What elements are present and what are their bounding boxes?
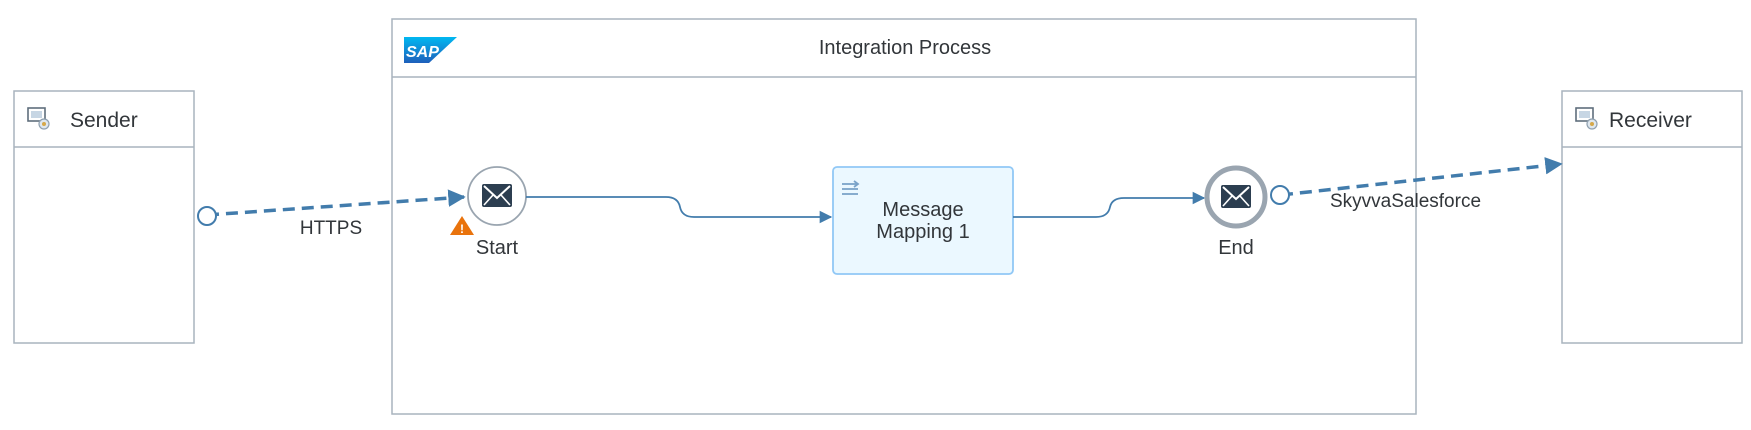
start-event[interactable]: ! Start — [450, 166, 527, 259]
sap-logo: SAP — [404, 37, 457, 63]
receiver-channel-connection[interactable]: SkyvvaSalesforce — [1270, 157, 1563, 212]
system-participant-icon — [27, 107, 50, 130]
svg-text:!: ! — [460, 222, 464, 236]
receiver-title: Receiver — [1609, 109, 1692, 132]
sender-channel-label: HTTPS — [300, 218, 362, 239]
envelope-icon — [482, 184, 512, 207]
sequence-flow-mapping-to-end[interactable] — [1013, 191, 1206, 218]
mapping-icon — [842, 180, 860, 195]
receiver-channel-label: SkyvvaSalesforce — [1330, 191, 1481, 212]
envelope-icon — [1221, 185, 1251, 208]
system-participant-icon — [1575, 107, 1598, 130]
start-event-label: Start — [476, 237, 519, 259]
mapping-label-line1: Message — [882, 199, 963, 221]
sap-logo-text: SAP — [406, 44, 439, 61]
message-mapping-step[interactable]: Message Mapping 1 — [832, 166, 1014, 275]
sequence-flow-start-to-mapping[interactable] — [526, 196, 833, 224]
process-title: Integration Process — [819, 37, 991, 59]
sender-channel-connection[interactable]: HTTPS — [197, 189, 466, 239]
sender-title: Sender — [70, 109, 138, 132]
warning-icon[interactable]: ! — [450, 216, 474, 236]
receiver-participant[interactable]: Receiver — [1561, 90, 1743, 344]
end-event[interactable]: End — [1204, 165, 1268, 259]
end-event-label: End — [1218, 237, 1254, 259]
mapping-label-line2: Mapping 1 — [876, 221, 969, 243]
sender-participant[interactable]: Sender — [13, 90, 195, 344]
